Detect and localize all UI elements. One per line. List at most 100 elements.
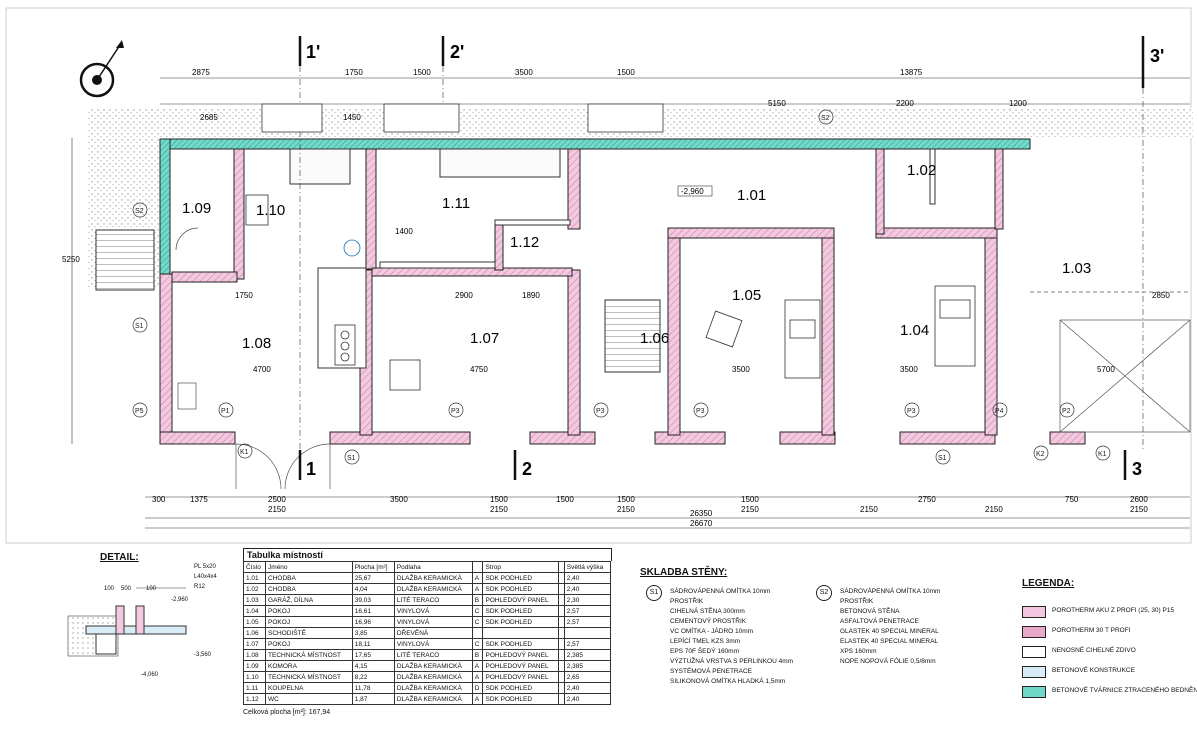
furniture bbox=[245, 194, 976, 391]
north-arrow-icon bbox=[79, 40, 124, 98]
table-cell: B bbox=[471, 594, 484, 606]
wall-layer: ELASTEK 40 SPECIAL MINERAL bbox=[840, 638, 939, 645]
table-cell: A bbox=[471, 660, 484, 672]
table-cell: 2,57 bbox=[563, 605, 612, 617]
table-cell: 2,30 bbox=[563, 594, 612, 606]
dimension-lines bbox=[71, 77, 1190, 529]
wall-layer: CIHELNÁ STĚNA 300mm bbox=[670, 608, 745, 615]
table-cell: POHLEDOVÝ PANEL bbox=[482, 649, 560, 661]
room-table: Číslo Jméno Plocha [m²] Podlaha Strop Sv… bbox=[242, 561, 612, 705]
stairs bbox=[604, 299, 661, 373]
legend-panel: LEGENDA: POROTHERM AKU Z PROFI (25, 30) … bbox=[1022, 578, 1197, 698]
svg-text:S2: S2 bbox=[135, 208, 144, 215]
room-label: 1.03 bbox=[1062, 260, 1091, 277]
wall-layer: BETONOVÁ STĚNA bbox=[840, 608, 900, 615]
table-cell: B bbox=[471, 649, 484, 661]
table-cell: 1.04 bbox=[242, 605, 267, 617]
svg-text:4750: 4750 bbox=[470, 365, 488, 374]
table-cell: VINYLOVÁ bbox=[393, 616, 473, 628]
room-table-total: Celková plocha [m²]: 167,94 bbox=[243, 709, 331, 716]
legend-item: POROTHERM 30 T PROFI bbox=[1022, 626, 1197, 638]
section-1-top: 1' bbox=[306, 42, 320, 62]
svg-text:1500: 1500 bbox=[490, 495, 508, 504]
svg-text:1500: 1500 bbox=[617, 68, 635, 77]
table-cell: A bbox=[471, 583, 484, 595]
section-2-bottom: 2 bbox=[522, 459, 532, 479]
detail-note: -2,960 bbox=[171, 597, 189, 603]
svg-text:2750: 2750 bbox=[918, 495, 936, 504]
table-cell: KOMORA bbox=[265, 660, 353, 672]
table-cell: WC bbox=[265, 693, 353, 705]
wall-layer: EPS 70F ŠEDÝ 160mm bbox=[670, 648, 739, 655]
svg-text:2150: 2150 bbox=[1130, 505, 1148, 514]
table-cell: 2,40 bbox=[563, 682, 612, 694]
svg-text:1750: 1750 bbox=[235, 291, 253, 300]
table-cell: DLAŽBA KERAMICKÁ bbox=[393, 693, 473, 705]
svg-text:13875: 13875 bbox=[900, 68, 923, 77]
svg-text:300: 300 bbox=[152, 495, 166, 504]
table-cell: C bbox=[471, 616, 484, 628]
room-table-header: Číslo Jméno Plocha [m²] Podlaha Strop Sv… bbox=[242, 561, 612, 573]
svg-text:750: 750 bbox=[1065, 495, 1079, 504]
sheet-frame bbox=[5, 7, 1192, 544]
wall-layer: GLASTEK 40 SPECIAL MINERAL bbox=[840, 628, 939, 635]
room-label: 1.02 bbox=[907, 162, 936, 179]
table-cell: C bbox=[471, 605, 484, 617]
garage-grid bbox=[1030, 291, 1191, 433]
table-cell: 8,22 bbox=[351, 671, 395, 683]
svg-text:2150: 2150 bbox=[741, 505, 759, 514]
svg-text:1500: 1500 bbox=[413, 68, 431, 77]
door-swings bbox=[175, 227, 331, 490]
svg-text:P4: P4 bbox=[995, 408, 1004, 415]
table-cell: DLAŽBA KERAMICKÁ bbox=[393, 682, 473, 694]
table-cell: 1.05 bbox=[242, 616, 267, 628]
table-cell: 17,65 bbox=[351, 649, 395, 661]
table-cell: 1.11 bbox=[242, 682, 267, 694]
svg-text:1500: 1500 bbox=[617, 495, 635, 504]
room-label: 1.10 bbox=[256, 202, 285, 219]
svg-text:4700: 4700 bbox=[253, 365, 271, 374]
svg-text:2150: 2150 bbox=[860, 505, 878, 514]
legend-swatch bbox=[1022, 606, 1046, 618]
legend-swatch bbox=[1022, 646, 1046, 658]
table-cell: 1.12 bbox=[242, 693, 267, 705]
svg-text:2500: 2500 bbox=[268, 495, 286, 504]
table-cell: 1.01 bbox=[242, 572, 267, 584]
svg-text:3500: 3500 bbox=[732, 365, 750, 374]
table-cell: 1.03 bbox=[242, 594, 267, 606]
wall-layer: PROSTŘIK bbox=[670, 598, 704, 605]
section-1-bottom: 1 bbox=[306, 459, 316, 479]
table-cell bbox=[482, 627, 560, 639]
table-cell: 1,87 bbox=[351, 693, 395, 705]
svg-text:5250: 5250 bbox=[62, 255, 80, 264]
table-cell: DLAŽBA KERAMICKÁ bbox=[393, 583, 473, 595]
room-label: 1.05 bbox=[732, 287, 761, 304]
room-label: 1.08 bbox=[242, 335, 271, 352]
legend-item: BETONOVÉ TVÁRNICE ZTRACENÉHO BEDNĚNÍ T bbox=[1022, 686, 1197, 698]
room-label: 1.09 bbox=[182, 200, 211, 217]
svg-text:2200: 2200 bbox=[896, 99, 914, 108]
svg-text:2685: 2685 bbox=[200, 113, 218, 122]
legend-label: POROTHERM 30 T PROFI bbox=[1052, 627, 1131, 634]
legend-label: BETONOVÉ TVÁRNICE ZTRACENÉHO BEDNĚNÍ T bbox=[1052, 687, 1197, 694]
legend-label: POROTHERM AKU Z PROFI (25, 30) P15 bbox=[1052, 607, 1175, 614]
svg-text:1500: 1500 bbox=[556, 495, 574, 504]
svg-text:P3: P3 bbox=[451, 408, 460, 415]
legend-item: BETONOVÉ KONSTRUKCE bbox=[1022, 666, 1197, 678]
level-marks: -2,960 bbox=[177, 185, 713, 410]
wall-layer: VÝZTUŽNÁ VRSTVA S PERLINKOU 4mm bbox=[670, 658, 794, 665]
element-tags bbox=[132, 109, 1111, 465]
floor-plan: 1' 2' 3' 1 2 3 1.09 1.10 1.11 1.12 1.01 … bbox=[5, 7, 1193, 544]
svg-text:P3: P3 bbox=[696, 408, 705, 415]
detail-note: PL 5x20 bbox=[194, 564, 216, 570]
svg-text:3500: 3500 bbox=[515, 68, 533, 77]
wall-layer: LEPÍCÍ TMEL KZS 3mm bbox=[670, 638, 741, 645]
table-cell: 2,40 bbox=[563, 693, 612, 705]
table-cell: POHLEDOVÝ PANEL bbox=[482, 594, 560, 606]
legend-swatch bbox=[1022, 686, 1046, 698]
table-cell: 1.09 bbox=[242, 660, 267, 672]
